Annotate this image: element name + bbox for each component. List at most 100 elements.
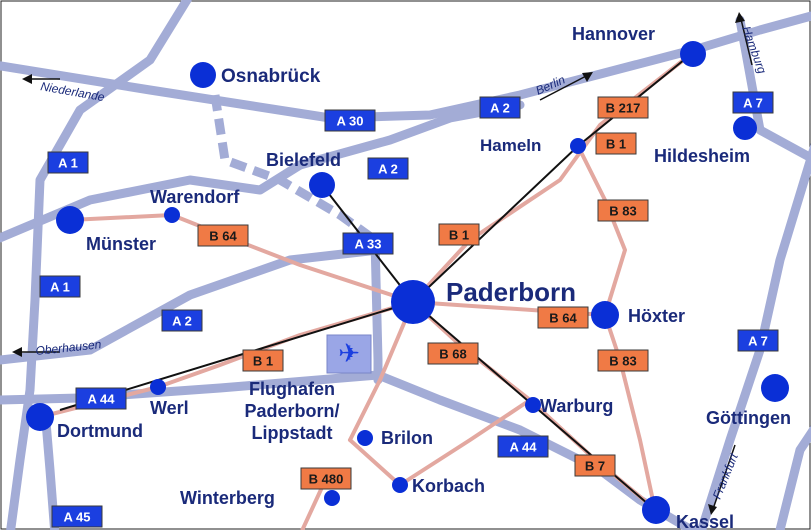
city-label-hoexter: Höxter	[628, 306, 685, 326]
autobahn-badge-text: A 44	[88, 392, 116, 407]
city-dot-muenster	[56, 206, 84, 234]
bundesstrasse-badge-text: B 217	[606, 101, 641, 116]
city-dot-winterberg	[324, 490, 340, 506]
road-hameln-hoexter	[576, 144, 627, 317]
city-dot-werl	[150, 379, 166, 395]
city-label-hameln: Hameln	[480, 136, 541, 155]
autobahn-badge-text: A 44	[510, 440, 538, 455]
autobahn-a7	[735, 15, 811, 163]
city-label-bielefeld: Bielefeld	[266, 150, 341, 170]
city-dots	[26, 41, 789, 524]
bundesstrasse-badge-text: B 83	[609, 354, 636, 369]
city-label-brilon: Brilon	[381, 428, 433, 448]
autobahn-a1-north	[6, 0, 193, 530]
bundesstrasse-badge-text: B 1	[253, 354, 273, 369]
city-label-korbach: Korbach	[412, 476, 485, 496]
city-label-warburg: Warburg	[540, 396, 613, 416]
road-brilon-korbach	[348, 438, 402, 487]
autobahn-badge: A 2	[161, 309, 203, 332]
airport-label-line1: Flughafen	[249, 379, 335, 399]
city-dot-korbach	[392, 477, 408, 493]
airport-marker[interactable]: ✈	[326, 334, 372, 374]
bundesstrasse-badge-text: B 480	[309, 472, 344, 487]
city-label-warendorf: Warendorf	[150, 187, 240, 207]
city-label-hildesheim: Hildesheim	[654, 146, 750, 166]
city-dot-dortmund	[26, 403, 54, 431]
city-dot-hildesheim	[733, 116, 757, 140]
city-dot-kassel	[642, 496, 670, 524]
autobahn-a2-southwest	[0, 245, 383, 365]
autobahn-badge-text: A 2	[378, 162, 398, 177]
city-dot-hannover	[680, 41, 706, 67]
autobahn-badge-text: A 1	[50, 280, 70, 295]
city-dot-brilon	[357, 430, 373, 446]
bundesstrasse-badge-text: B 64	[549, 311, 577, 326]
autobahn-badge-text: A 2	[172, 314, 192, 329]
autobahn-badge-text: A 2	[490, 101, 510, 116]
bundesstrasse-badge-text: B 1	[606, 137, 626, 152]
autobahn-badges: A 1 A 30 A 2 A 7 A 2 A 1 A 33 A 2 A 44 A 7 A 44 A 4…	[39, 91, 779, 528]
autobahn-badge-text: A 33	[355, 237, 382, 252]
city-label-muenster: Münster	[86, 234, 156, 254]
airport-label: Flughafen Paderborn/ Lippstadt	[244, 379, 339, 443]
road-korbach-warburg	[398, 398, 532, 487]
bundesstrasse-badge-text: B 1	[449, 228, 469, 243]
bundesstrasse-badge: B 64	[537, 306, 589, 329]
autobahn-badge-text: A 7	[748, 334, 768, 349]
autobahn-badge: A 2	[367, 157, 409, 180]
city-label-werl: Werl	[150, 398, 189, 418]
bundesstrasse-badge: B 83	[597, 349, 649, 372]
autobahn-badge: A 44	[497, 435, 549, 458]
city-dot-hameln	[570, 138, 586, 154]
city-dot-paderborn	[391, 280, 435, 324]
city-dot-osnabrueck	[190, 62, 216, 88]
autobahn-a1-hameln	[775, 425, 811, 530]
autobahn-planned-dashed	[210, 94, 378, 244]
bundesstrasse-badge: B 480	[300, 467, 352, 490]
road-hoexter-kassel	[603, 313, 657, 512]
bundesstrasse-badge: B 83	[597, 199, 649, 222]
autobahn-badge: A 7	[737, 329, 779, 352]
bundesstrasse-badge: B 7	[574, 454, 616, 477]
city-dot-hoexter	[591, 301, 619, 329]
city-dot-goettingen	[761, 374, 789, 402]
bundesstrasse-badges: B 217 B 1 B 83 B 64 B 1 B 64 B 1 B 68 B 83 B 7 B 4…	[197, 96, 649, 490]
bundesstrasse-badge: B 64	[197, 224, 249, 247]
direction-label-oberhausen: Oberhausen	[35, 337, 102, 358]
autobahn-badge-text: A 30	[337, 114, 364, 129]
city-label-dortmund: Dortmund	[57, 421, 143, 441]
autobahn-badge: A 44	[75, 387, 127, 410]
autobahn-a30	[0, 11, 811, 123]
autobahn-a33	[370, 235, 383, 385]
autobahn-badge: A 1	[39, 275, 81, 298]
road-muenster-warendorf	[68, 213, 174, 222]
bundesstrasse-badge: B 217	[597, 96, 649, 119]
autobahn-badge: A 7	[732, 91, 774, 114]
airport-label-line3: Lippstadt	[252, 423, 333, 443]
city-label-kassel: Kassel	[676, 512, 734, 530]
autobahn-badge: A 1	[47, 151, 89, 174]
bundesstrasse-badge-text: B 7	[585, 459, 605, 474]
bundesstrasse-badge-text: B 68	[439, 347, 466, 362]
autobahn-badge-text: A 1	[58, 156, 78, 171]
autobahn-badge: A 45	[51, 505, 103, 528]
bundesstrasse-badge: B 1	[438, 223, 480, 246]
city-label-hannover: Hannover	[572, 24, 655, 44]
direction-oberhausen: Oberhausen	[12, 337, 102, 358]
autobahn-badge-text: A 7	[743, 96, 763, 111]
bundesstrasse-badge: B 1	[595, 132, 637, 155]
city-dot-warendorf	[164, 207, 180, 223]
city-dot-bielefeld	[309, 172, 335, 198]
bundesstrasse-badge-text: B 64	[209, 229, 237, 244]
road-paderborn-brilon	[348, 300, 415, 442]
bundesstrasse-badge-text: B 83	[609, 204, 636, 219]
city-dot-warburg	[525, 397, 541, 413]
city-label-goettingen: Göttingen	[706, 408, 791, 428]
airplane-icon: ✈	[338, 339, 360, 369]
autobahn-badge: A 30	[324, 109, 376, 132]
autobahn-badge: A 33	[342, 232, 394, 255]
bundesstrasse-badge: B 68	[427, 342, 479, 365]
airport-label-line2: Paderborn/	[244, 401, 339, 421]
bundesstrasse-badge: B 1	[242, 349, 284, 372]
